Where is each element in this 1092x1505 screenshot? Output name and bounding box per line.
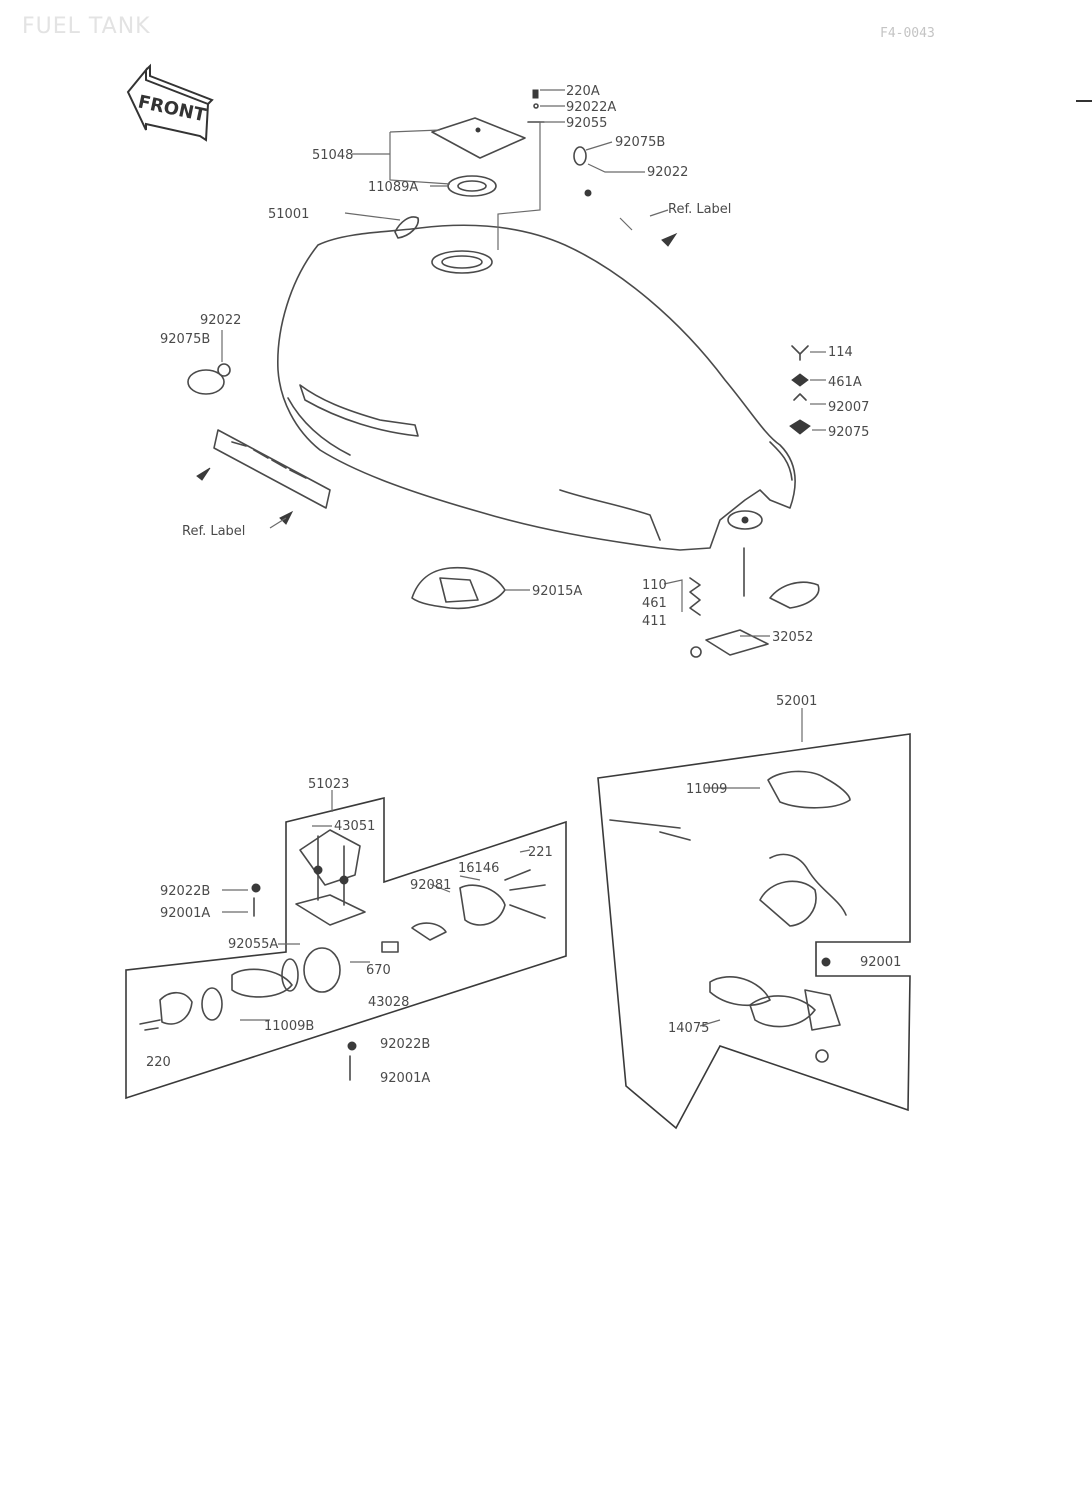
filler-cap-assembly [431,89,678,247]
callout-11089a: 11089A [368,180,418,195]
callout-461a: 461A [828,375,862,390]
callout-221: 221 [528,845,553,860]
part-callouts: 220A 92022A 92055 92075B 92022 51048 110… [146,84,901,1086]
fuel-tank-body [277,216,796,551]
callout-ref-label-top: Ref. Label [668,202,731,217]
callout-92055a: 92055A [228,937,278,952]
callout-92007: 92007 [828,400,869,415]
page-title: FUEL TANK [22,14,151,39]
callout-51048: 51048 [312,148,353,163]
callout-92075: 92075 [828,425,869,440]
leader-lines [221,89,826,1027]
callout-220a: 220A [566,84,600,99]
callout-92015a: 92015A [532,584,582,599]
tank-badge [187,363,331,525]
callout-110: 110 [642,578,667,593]
callout-92001a-bottom: 92001A [380,1071,430,1086]
front-arrow-icon: FRONT [126,63,214,142]
callout-92022b-top: 92022B [160,884,210,899]
callout-411: 411 [642,614,667,629]
callout-114: 114 [828,345,853,360]
callout-11009: 11009 [686,782,727,797]
callout-461: 461 [642,596,667,611]
callout-92022a: 92022A [566,100,616,115]
callout-92001: 92001 [860,955,901,970]
callout-92081: 92081 [410,878,451,893]
callout-92001a-top: 92001A [160,906,210,921]
fuel-tap-assembly-panel [597,733,911,1130]
callout-670: 670 [366,963,391,978]
mount-rubbers [411,547,820,658]
callout-220: 220 [146,1055,171,1070]
fuel-tap-panel [125,796,567,1100]
callout-92075b-left: 92075B [160,332,210,347]
callout-43051: 43051 [334,819,375,834]
callout-11009b: 11009B [264,1019,314,1034]
callout-14075: 14075 [668,1021,709,1036]
callout-ref-label-bottom: Ref. Label [182,524,245,539]
callout-51023: 51023 [308,777,349,792]
callout-92022b-bottom: 92022B [380,1037,430,1052]
callout-92022-left: 92022 [200,313,241,328]
callout-16146: 16146 [458,861,499,876]
callout-92075b: 92075B [615,135,665,150]
callout-92055: 92055 [566,116,607,131]
callout-52001: 52001 [776,694,817,709]
callout-43028: 43028 [368,995,409,1010]
callout-51001: 51001 [268,207,309,222]
callout-92022: 92022 [647,165,688,180]
rear-fasteners [789,345,811,435]
callout-32052: 32052 [772,630,813,645]
diagram-code: F4-0043 [880,26,935,41]
